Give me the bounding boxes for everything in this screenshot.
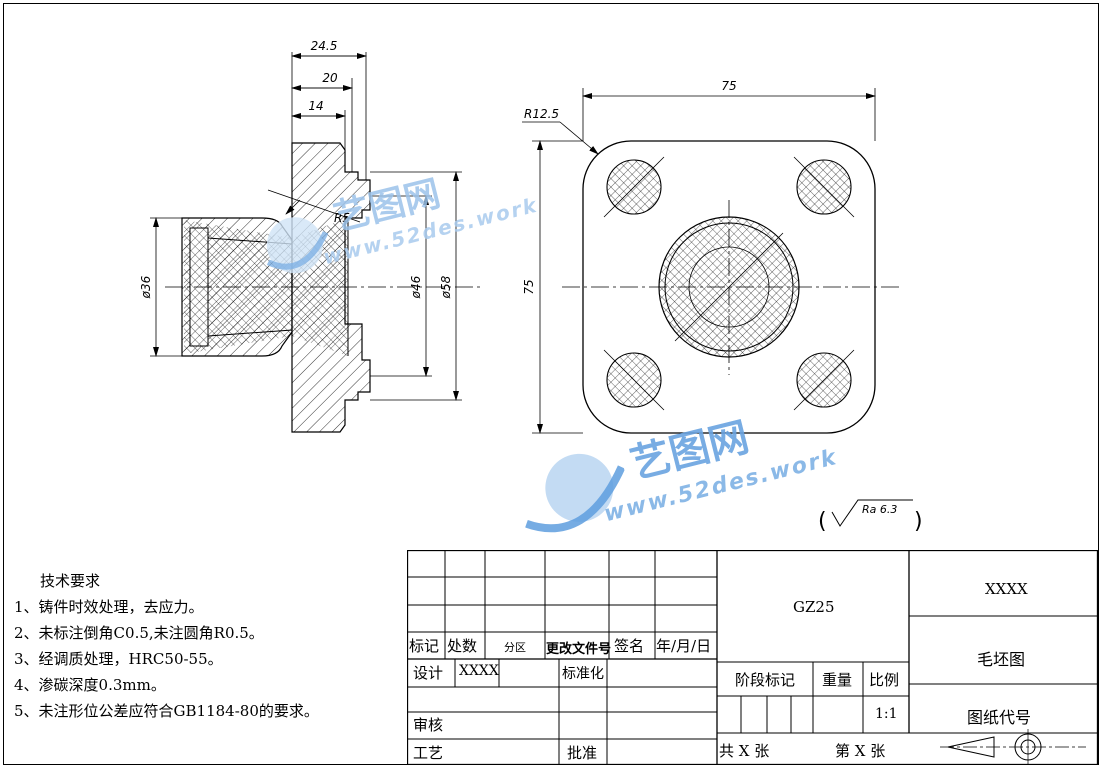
drawing-code: 图纸代号 (967, 708, 1032, 727)
tech-req-item: 1、铸件时效处理，去应力。 (14, 598, 204, 616)
header-sign: 签名 (614, 637, 645, 655)
dim-14: 14 (308, 99, 323, 113)
drawing-title: 毛坯图 (977, 650, 1026, 669)
company-name: XXXX (985, 580, 1028, 598)
dim-dia-46: ø46 (409, 275, 423, 299)
projection-symbol (940, 729, 1086, 765)
material-name: GZ25 (793, 598, 835, 616)
total-sheets: 共 X 张 (719, 742, 770, 760)
process-label: 工艺 (413, 744, 444, 762)
scale-label: 比例 (869, 671, 900, 689)
tech-req-item: 3、经调质处理，HRC50-55。 (14, 650, 223, 668)
dim-dia-58: ø58 (439, 275, 453, 299)
corner-holes (603, 156, 855, 411)
dim-r5: R5 (334, 211, 350, 225)
dim-corner-radius: R12.5 (524, 107, 559, 121)
section-view: 24.5 20 14 R5 ø36 ø46 ø58 (139, 39, 480, 433)
tech-req-item: 5、未注形位公差应符合GB1184-80的要求。 (14, 702, 319, 720)
tech-req-item: 2、未标注倒角C0.5,未注圆角R0.5。 (14, 624, 264, 642)
dim-20: 20 (322, 71, 338, 85)
review-label: 审核 (413, 716, 444, 734)
tech-req-title: 技术要求 (40, 572, 101, 590)
front-view: 75 75 R12.5 (522, 79, 900, 434)
header-marks: 标记 (409, 637, 440, 655)
approve-label: 批准 (567, 744, 598, 762)
header-change-doc: 更改文件号 (546, 642, 612, 657)
paren-close: ) (914, 509, 923, 534)
header-zone: 分区 (504, 641, 526, 654)
technical-requirements: 技术要求 1、铸件时效处理，去应力。 2、未标注倒角C0.5,未注圆角R0.5。… (14, 568, 319, 724)
dim-plate-width: 75 (721, 79, 736, 93)
tech-req-item: 4、渗碳深度0.3mm。 (14, 676, 166, 694)
dim-plate-height: 75 (522, 279, 536, 294)
scale-value: 1:1 (875, 706, 898, 722)
stage-label: 阶段标记 (735, 671, 796, 689)
roughness-label: Ra 6.3 (862, 503, 897, 516)
paren-open: ( (818, 509, 827, 534)
globe-logo-icon (525, 453, 626, 533)
design-label: 设计 (413, 664, 444, 682)
designer-name: XXXX (459, 663, 499, 679)
dim-24-5: 24.5 (311, 39, 338, 53)
header-date: 年/月/日 (656, 637, 712, 655)
weight-label: 重量 (822, 671, 853, 689)
roughness-icon (831, 499, 913, 527)
header-count: 处数 (447, 637, 478, 655)
sheet-number: 第 X 张 (835, 742, 886, 760)
dim-dia-36: ø36 (139, 275, 153, 299)
standardize-label: 标准化 (562, 666, 604, 682)
roughness-note: ( Ra 6.3 ) (818, 498, 928, 542)
title-block-grid (407, 550, 1099, 765)
globe-logo-icon (266, 217, 329, 274)
